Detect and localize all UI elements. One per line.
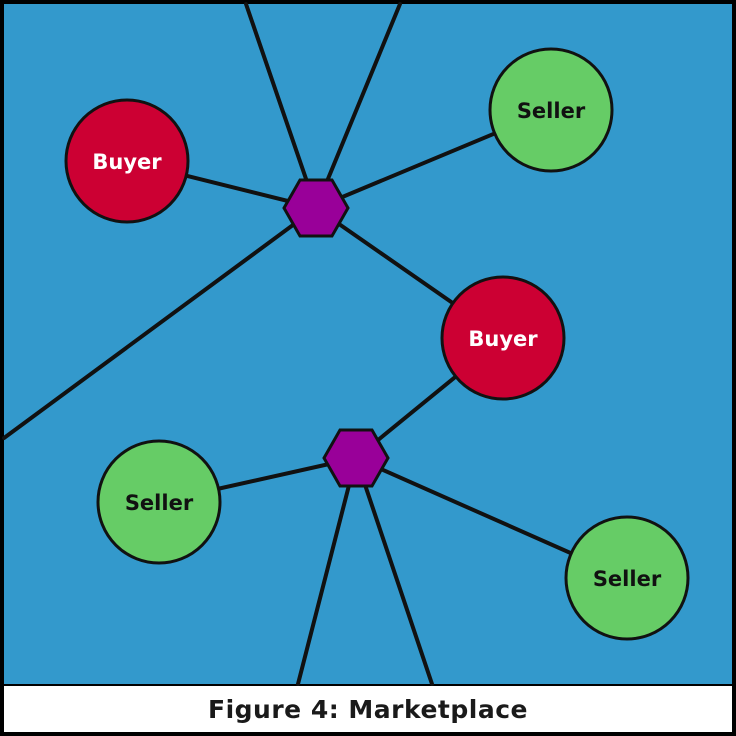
edge-hub-2-offscreen-bottom-right: [354, 456, 434, 686]
seller-node-2-label: Seller: [125, 491, 194, 515]
edge-hub-1-offscreen-top-left: [244, 2, 318, 210]
edge-hub-1-offscreen-top-right: [314, 2, 402, 210]
seller-node-3-label: Seller: [593, 567, 662, 591]
edge-hub-1-offscreen-left: [2, 206, 318, 440]
buyer-node-2: Buyer: [440, 275, 566, 401]
edge-hub-2-offscreen-bottom-left: [296, 456, 358, 686]
edges: [2, 2, 629, 686]
hub-1-hexagon: [282, 178, 350, 238]
seller-node-1: Seller: [488, 47, 614, 173]
hub-2-hexagon: [322, 428, 390, 488]
seller-node-1-label: Seller: [517, 99, 586, 123]
figure-caption: Figure 4: Marketplace: [4, 686, 732, 732]
buyer-node-1-label: Buyer: [92, 150, 162, 174]
seller-node-3: Seller: [564, 515, 690, 641]
buyer-node-2-label: Buyer: [468, 327, 538, 351]
seller-node-2: Seller: [96, 439, 222, 565]
buyer-node-1: Buyer: [64, 98, 190, 224]
